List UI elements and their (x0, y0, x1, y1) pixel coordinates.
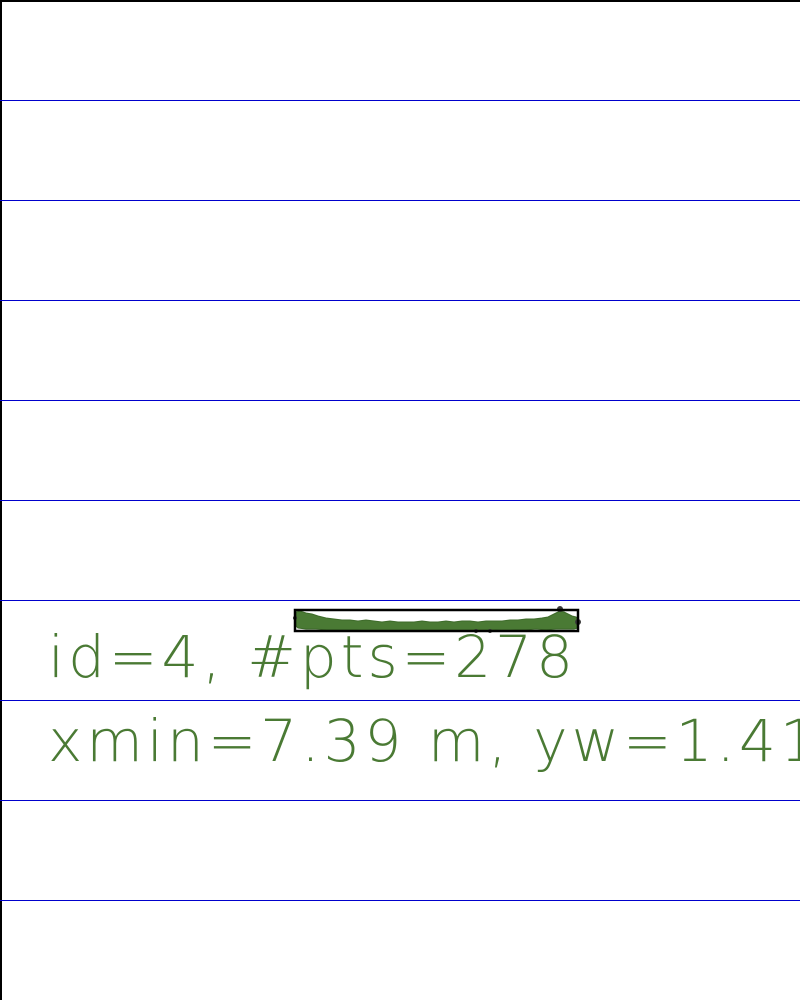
cluster-bounding-box (293, 608, 580, 633)
horizontal-gridline (0, 500, 800, 501)
horizontal-gridline (0, 900, 800, 901)
horizontal-gridline (0, 300, 800, 301)
horizontal-gridline (0, 800, 800, 801)
top-frame-border (0, 0, 800, 2)
cluster-extent-label: xmin=7.39 m, yw=1.41 (48, 707, 800, 775)
horizontal-gridline (0, 700, 800, 701)
horizontal-gridline (0, 100, 800, 101)
horizontal-gridline (0, 600, 800, 601)
horizontal-gridline (0, 200, 800, 201)
horizontal-gridline (0, 400, 800, 401)
cluster-id-label: id=4, #pts=278 (48, 623, 577, 691)
